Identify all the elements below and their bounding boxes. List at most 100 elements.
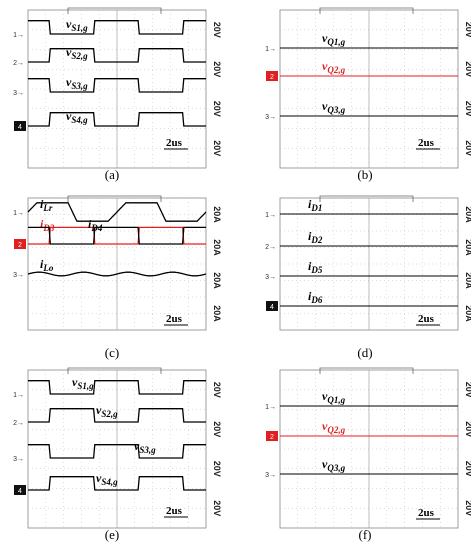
scope-svg-e: 1→ vS1,g 2→ vS2,g 3→ vS3,g 4 vS4,g 20V 20V 20V 20V 2… xyxy=(13,367,222,529)
channel-marker-label: 4 xyxy=(270,304,274,311)
scale-label: 20V xyxy=(464,101,471,117)
scale-label: 20A xyxy=(212,206,222,223)
trigger-bracket xyxy=(319,7,414,14)
trace-s4g xyxy=(28,476,206,491)
channel-marker-label: 3→ xyxy=(265,274,276,281)
scope-panel-e: 1→ vS1,g 2→ vS2,g 3→ vS3,g 4 vS4,g 20V 20V 20V 20V 2… xyxy=(6,366,222,536)
channel-label-s1g: vS1,g xyxy=(72,375,94,391)
channel-label-q3g: vQ3,g xyxy=(322,457,346,473)
scale-label: 20V xyxy=(212,500,222,516)
channel-label-s4g: vS4,g xyxy=(96,471,118,487)
trigger-bracket xyxy=(67,195,162,202)
channel-marker-label: 3→ xyxy=(265,114,276,121)
scale-label: 20V xyxy=(464,421,471,437)
channel-label-q3g: vQ3,g xyxy=(322,99,346,115)
channel-label-s2g: vS2,g xyxy=(96,403,118,419)
scale-label: 20A xyxy=(464,239,471,256)
caption-b: (b) xyxy=(357,167,373,182)
scale-label: 20V xyxy=(464,500,471,516)
scale-label: 20V xyxy=(464,61,471,77)
scope-svg-a: 1→vS1,g2→vS2,g3→vS3,g4vS4,g20V20V20V20V2… xyxy=(13,7,222,169)
caption-f: (f) xyxy=(358,527,372,542)
scale-label: 20A xyxy=(212,305,222,322)
scale-label: 20V xyxy=(212,140,222,156)
scale-label: 20V xyxy=(212,461,222,477)
trigger-bracket xyxy=(319,367,414,374)
channel-label-q2g: vQ2,g xyxy=(322,59,346,75)
scale-label: 20V xyxy=(212,61,222,77)
channel-label-s1g: vS1,g xyxy=(66,17,88,33)
channel-marker-label: 2 xyxy=(18,242,22,249)
channel-label-lr: iLr xyxy=(40,197,53,213)
time-div-label: 2us xyxy=(166,137,183,149)
caption-d: (d) xyxy=(357,345,373,360)
channel-label-s3g: vS3,g xyxy=(134,439,156,455)
trace-lr xyxy=(27,202,207,222)
trigger-bracket xyxy=(319,195,414,202)
scale-label: 20V xyxy=(212,101,222,117)
scope-svg-b: 1→ vQ1,g 2 vQ2,g 3→ vQ3,g 20V 20V 20V 20V 2us xyxy=(265,7,471,169)
channel-marker-label: 4 xyxy=(18,488,22,495)
channel-label-q1g: vQ1,g xyxy=(322,31,346,47)
scale-label: 20V xyxy=(212,22,222,38)
caption-c: (c) xyxy=(104,345,120,360)
time-div-label: 2us xyxy=(418,507,435,519)
channel-marker-label: 2 xyxy=(270,434,274,441)
caption-a: (a) xyxy=(104,167,120,182)
trace-s3g xyxy=(28,78,206,93)
channel-marker-label: 2→ xyxy=(13,420,24,427)
scale-label: 20A xyxy=(464,272,471,289)
channel-marker-box xyxy=(14,239,26,249)
channel-marker-label: 4 xyxy=(18,124,22,131)
channel-marker-label: 1→ xyxy=(265,212,276,219)
channel-label-d1: iD1 xyxy=(308,197,322,213)
channel-marker-label: 1→ xyxy=(13,210,24,217)
channel-label-lo: iLo xyxy=(40,257,54,273)
channel-marker-box xyxy=(14,485,26,495)
channel-label-d4: iD4 xyxy=(88,217,103,233)
channel-marker-label: 1→ xyxy=(13,392,24,399)
scale-label: 20V xyxy=(464,140,471,156)
channel-marker-label: 1→ xyxy=(265,46,276,53)
channel-marker-label: 2 xyxy=(270,74,274,81)
channel-marker-box xyxy=(266,71,278,81)
channel-label-d2: iD2 xyxy=(308,229,323,245)
channel-label-q2g: vQ2,g xyxy=(322,419,346,435)
trace-d3 xyxy=(28,226,206,245)
scale-label: 20A xyxy=(212,272,222,289)
scale-label: 20A xyxy=(464,305,471,322)
channel-marker-label: 3→ xyxy=(13,90,24,97)
channel-marker-label: 3→ xyxy=(13,456,24,463)
trace-s1g xyxy=(28,20,206,35)
time-div-label: 2us xyxy=(418,137,435,149)
channel-marker-label: 3→ xyxy=(265,472,276,479)
scale-label: 20V xyxy=(212,382,222,398)
trace-s3g xyxy=(28,444,206,459)
channel-label-d6: iD6 xyxy=(308,289,323,305)
channel-label-s2g: vS2,g xyxy=(66,45,88,61)
trace-s4g xyxy=(28,112,206,127)
channel-marker-box xyxy=(14,121,26,131)
scale-label: 20V xyxy=(464,22,471,38)
scale-label: 20V xyxy=(212,421,222,437)
channel-marker-label: 2→ xyxy=(265,244,276,251)
scale-label: 20V xyxy=(464,461,471,477)
scope-panel-b: 1→ vQ1,g 2 vQ2,g 3→ vQ3,g 20V 20V 20V 20V 2us xyxy=(258,6,471,176)
scale-label: 20A xyxy=(212,239,222,256)
time-div-label: 2us xyxy=(166,505,183,517)
trace-lo xyxy=(27,271,207,277)
channel-label-d5: iD5 xyxy=(308,259,323,275)
channel-marker-box xyxy=(266,301,278,311)
channel-marker-box xyxy=(266,431,278,441)
channel-marker-label: 3→ xyxy=(13,272,24,279)
trace-s2g xyxy=(28,408,206,423)
time-div-label: 2us xyxy=(418,313,435,325)
trigger-bracket xyxy=(67,367,162,374)
